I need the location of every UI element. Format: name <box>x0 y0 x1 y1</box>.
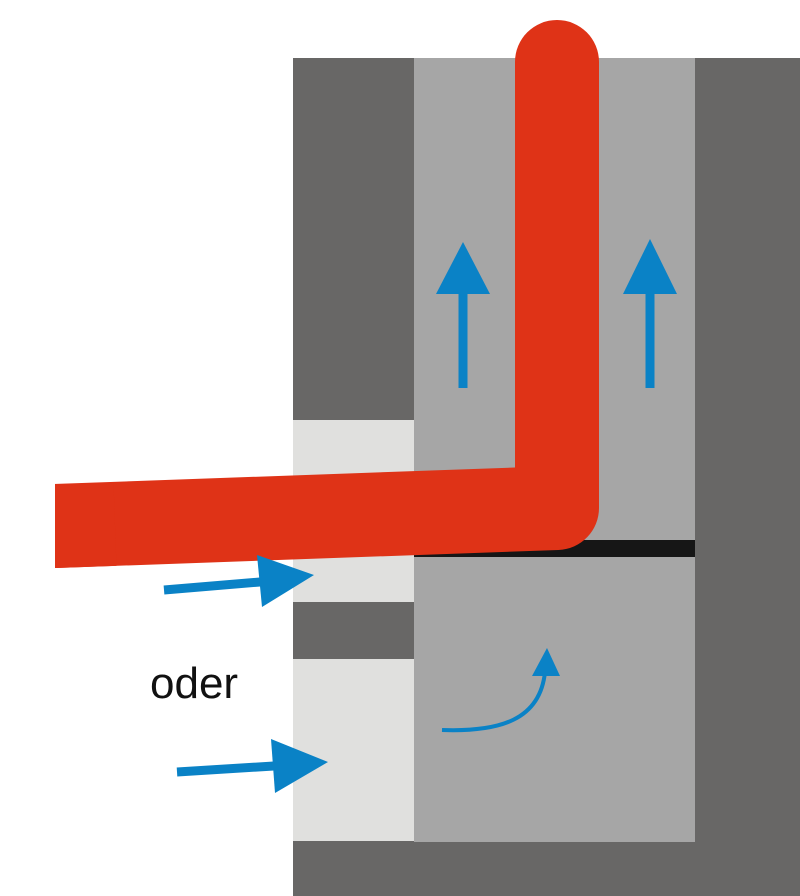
arrow-right-icon <box>176 739 328 793</box>
oder-label: oder <box>150 659 239 708</box>
arrow-up-icon <box>436 242 490 388</box>
arrow-right-icon <box>163 555 314 607</box>
curved-arrow-icon <box>441 648 560 733</box>
flue-pipe-end <box>53 483 117 568</box>
flue-pipe-end-mask <box>0 470 55 580</box>
arrow-up-icon <box>623 239 677 388</box>
flue-pipe <box>13 20 599 568</box>
air-inlet-lower <box>293 659 414 841</box>
chimney-shaft-lower <box>414 557 695 842</box>
